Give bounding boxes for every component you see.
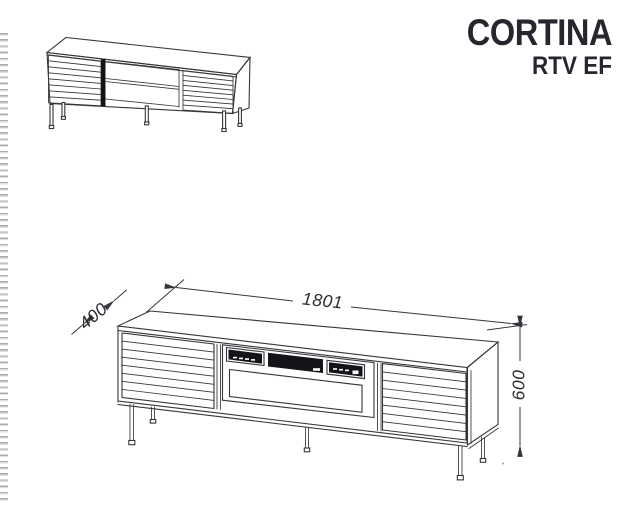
depth-dimension-label: 400 bbox=[75, 298, 111, 333]
spiral-binding-edge bbox=[0, 33, 8, 504]
height-dimension: 600 bbox=[486, 315, 529, 465]
thumb-shelf-divider bbox=[101, 59, 106, 107]
fireplace-insert bbox=[221, 344, 375, 419]
thumb-left-door bbox=[48, 54, 102, 107]
fireplace-control-left bbox=[225, 346, 265, 367]
cabinet-front-face bbox=[117, 325, 468, 448]
fireplace-vent bbox=[268, 352, 323, 373]
cabinet-side-panel bbox=[466, 340, 499, 449]
cabinet-legs bbox=[128, 403, 487, 481]
title-block: CORTINA RTV EF bbox=[447, 12, 613, 81]
width-dimension-label: 1801 bbox=[301, 288, 344, 312]
left-slatted-door bbox=[121, 332, 221, 410]
width-dimension: 1801 bbox=[145, 279, 523, 328]
thumb-right-door bbox=[182, 70, 234, 114]
fireplace-glass-window bbox=[228, 368, 363, 413]
main-perspective-drawing: 1801 400 600 bbox=[71, 279, 529, 481]
product-title: CORTINA bbox=[466, 12, 613, 53]
fireplace-control-right bbox=[326, 359, 366, 380]
right-slatted-door bbox=[381, 363, 467, 441]
height-dimension-label: 600 bbox=[509, 370, 529, 401]
thumb-legs bbox=[48, 101, 243, 133]
thumb-open-shelf bbox=[105, 61, 180, 108]
door-gap bbox=[377, 362, 382, 432]
isometric-view-drawing bbox=[45, 36, 252, 133]
product-subtitle: RTV EF bbox=[531, 52, 612, 81]
